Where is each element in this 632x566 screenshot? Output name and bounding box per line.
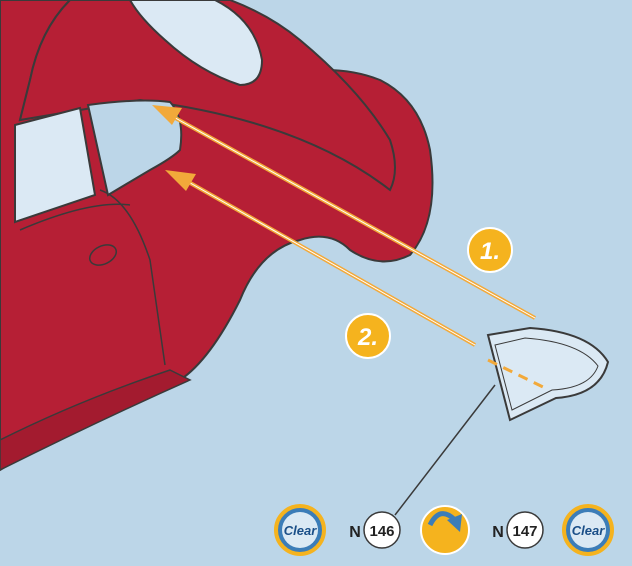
part-prefix-1: N (349, 524, 361, 541)
step-1-badge: 1. (468, 228, 512, 272)
part-number-2: 147 (507, 512, 543, 548)
svg-text:147: 147 (512, 523, 537, 540)
step-1-label: 1. (480, 238, 500, 265)
clear-badge-left: Clear (276, 506, 324, 554)
svg-text:146: 146 (369, 523, 394, 540)
clear-badge-right: Clear (564, 506, 612, 554)
leader-line (395, 385, 495, 515)
part-number-1: 146 (364, 512, 400, 548)
step-2-label: 2. (357, 324, 378, 351)
clear-label-right: Clear (572, 523, 605, 538)
clear-label-left: Clear (284, 523, 317, 538)
rotate-arrow-icon (421, 506, 469, 554)
quarter-window-part (488, 328, 608, 420)
part-prefix-2: N (492, 524, 504, 541)
step-2-badge: 2. (346, 314, 390, 358)
